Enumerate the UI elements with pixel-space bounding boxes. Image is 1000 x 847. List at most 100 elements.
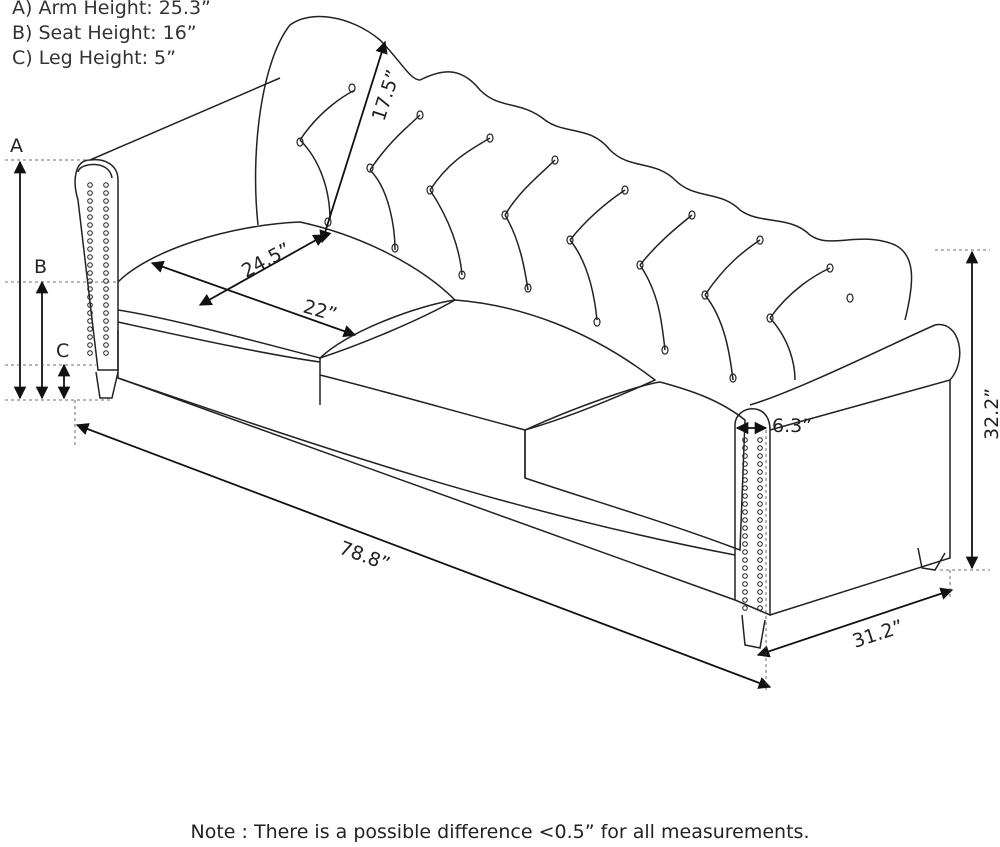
nailhead bbox=[103, 206, 109, 212]
nailhead bbox=[757, 541, 763, 547]
sofa-outline bbox=[74, 15, 961, 649]
nailhead bbox=[742, 517, 748, 523]
nailhead bbox=[87, 206, 93, 212]
back-height-line bbox=[319, 40, 388, 244]
nailhead bbox=[757, 589, 763, 595]
tuft-button bbox=[593, 317, 601, 327]
nailhead bbox=[103, 334, 109, 340]
nailhead bbox=[87, 198, 93, 204]
nailhead bbox=[742, 605, 748, 611]
back-height-label: 17.5” bbox=[368, 67, 405, 123]
nailhead bbox=[757, 477, 763, 483]
nailhead bbox=[103, 294, 109, 300]
tuft-button bbox=[756, 235, 764, 245]
total-depth-line bbox=[756, 587, 954, 658]
nailhead bbox=[742, 533, 748, 539]
nailhead bbox=[103, 286, 109, 292]
extension-lines bbox=[5, 159, 990, 690]
nailhead bbox=[87, 230, 93, 236]
nailhead bbox=[103, 318, 109, 324]
nailhead bbox=[742, 565, 748, 571]
tuft-button bbox=[501, 210, 509, 220]
marker-c: C bbox=[56, 340, 69, 362]
nailhead bbox=[742, 589, 748, 595]
tuft-button bbox=[416, 110, 424, 120]
nailhead bbox=[742, 549, 748, 555]
nailhead bbox=[103, 222, 109, 228]
nailhead bbox=[103, 254, 109, 260]
nailhead bbox=[87, 222, 93, 228]
nailhead bbox=[742, 485, 748, 491]
nailhead bbox=[742, 557, 748, 563]
tuft-button bbox=[846, 293, 854, 303]
tuft-button bbox=[486, 133, 494, 143]
nailhead bbox=[757, 581, 763, 587]
nailhead bbox=[757, 533, 763, 539]
nailhead bbox=[757, 453, 763, 459]
nailhead bbox=[87, 286, 93, 292]
nailhead bbox=[757, 557, 763, 563]
total-width-line bbox=[75, 423, 772, 689]
nailhead bbox=[757, 597, 763, 603]
tuft-button bbox=[566, 235, 574, 245]
nailhead bbox=[757, 493, 763, 499]
nailhead bbox=[87, 246, 93, 252]
nailhead bbox=[87, 326, 93, 332]
nailhead bbox=[87, 350, 93, 356]
nailhead bbox=[87, 310, 93, 316]
nailhead bbox=[757, 469, 763, 475]
legend-leg-height: C) Leg Height: 5” bbox=[12, 47, 176, 69]
nailhead bbox=[103, 238, 109, 244]
nailhead bbox=[742, 541, 748, 547]
tuft-button bbox=[458, 270, 466, 280]
nailhead bbox=[757, 485, 763, 491]
tuft-button bbox=[524, 283, 532, 293]
nailhead bbox=[757, 461, 763, 467]
nailhead bbox=[757, 501, 763, 507]
nailhead bbox=[103, 350, 109, 356]
nailhead bbox=[742, 581, 748, 587]
nailhead bbox=[87, 302, 93, 308]
nailhead bbox=[87, 342, 93, 348]
total-height-label: 32.2” bbox=[981, 388, 1000, 440]
tuft-button bbox=[426, 185, 434, 195]
marker-a: A bbox=[10, 135, 23, 157]
legend-seat-height: B) Seat Height: 16” bbox=[12, 22, 197, 44]
nailhead bbox=[103, 190, 109, 196]
nailhead bbox=[87, 190, 93, 196]
cushion-width-label: 22” bbox=[301, 296, 340, 327]
nailhead bbox=[103, 342, 109, 348]
nailhead bbox=[87, 294, 93, 300]
tuft-button bbox=[701, 290, 709, 300]
tuft-button bbox=[729, 373, 737, 383]
total-width-label: 78.8” bbox=[336, 537, 393, 576]
nailhead bbox=[87, 270, 93, 276]
nailhead bbox=[87, 182, 93, 188]
nailhead bbox=[87, 262, 93, 268]
tuft-button bbox=[636, 260, 644, 270]
nailhead bbox=[757, 573, 763, 579]
nailhead bbox=[103, 246, 109, 252]
nailhead bbox=[103, 198, 109, 204]
tuft-button bbox=[766, 313, 774, 323]
dimension-lines bbox=[13, 40, 979, 689]
nailhead bbox=[742, 597, 748, 603]
nailhead bbox=[742, 525, 748, 531]
nailhead-trim bbox=[87, 182, 763, 611]
nailhead bbox=[87, 238, 93, 244]
measurement-legend: A) Arm Height: 25.3” B) Seat Height: 16”… bbox=[12, 0, 211, 71]
nailhead bbox=[757, 445, 763, 451]
nailhead bbox=[757, 525, 763, 531]
tuft-button bbox=[688, 210, 696, 220]
nailhead bbox=[757, 437, 763, 443]
nailhead bbox=[757, 605, 763, 611]
tuft-button bbox=[826, 263, 834, 273]
nailhead bbox=[757, 549, 763, 555]
seat-depth-label: 24.5” bbox=[238, 239, 294, 283]
nailhead bbox=[103, 214, 109, 220]
tuft-button bbox=[296, 137, 304, 147]
tuft-button bbox=[551, 155, 559, 165]
nailhead bbox=[87, 334, 93, 340]
nailhead bbox=[757, 517, 763, 523]
